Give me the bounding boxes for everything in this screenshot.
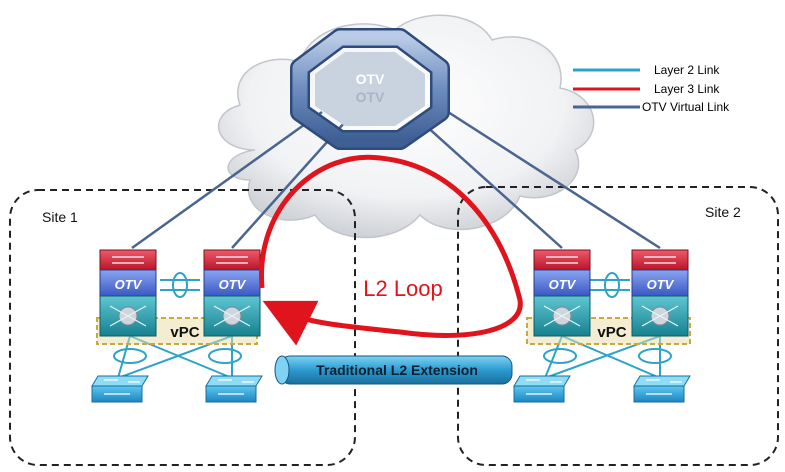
site-2-boundary bbox=[457, 186, 779, 466]
otv-label: OTV bbox=[549, 277, 577, 292]
site-2-access-switch-b bbox=[633, 375, 691, 403]
l2-extension-pipe: Traditional L2 Extension bbox=[274, 355, 513, 385]
l2-extension-label: Traditional L2 Extension bbox=[316, 362, 478, 378]
site-1-boundary bbox=[9, 189, 356, 466]
site-2-label: Site 2 bbox=[705, 204, 741, 220]
otv-label: OTV bbox=[115, 277, 143, 292]
otv-core-ring: OTV OTV bbox=[290, 28, 450, 150]
legend: Layer 2 Link Layer 3 Link OTV Virtual Li… bbox=[573, 63, 730, 114]
site-2-vpc-label: vPC bbox=[597, 324, 626, 341]
site-1-access-switch-a bbox=[91, 375, 149, 403]
site-2-switch-a: OTV bbox=[533, 249, 591, 337]
otv-core-label-shadow: OTV bbox=[356, 89, 385, 105]
otv-core-label: OTV bbox=[356, 71, 385, 87]
site-2-access-switch-a bbox=[513, 375, 571, 403]
site-1-switch-a: OTV bbox=[99, 249, 157, 337]
site-1-access-switch-b bbox=[205, 375, 263, 403]
legend-layer3-label: Layer 3 Link bbox=[654, 82, 720, 96]
site-2-switch-b: OTV bbox=[631, 249, 689, 337]
l2-loop-label: L2 Loop bbox=[363, 276, 443, 301]
site-1-switch-b: OTV bbox=[203, 249, 261, 337]
legend-layer2-label: Layer 2 Link bbox=[654, 63, 720, 77]
site-1-label: Site 1 bbox=[42, 209, 78, 225]
otv-label: OTV bbox=[647, 277, 675, 292]
otv-label: OTV bbox=[219, 277, 247, 292]
site-1-vpc-label: vPC bbox=[170, 324, 199, 341]
otv-virtual-links bbox=[131, 110, 661, 250]
l2-loop: L2 Loop bbox=[259, 154, 523, 346]
legend-otv-label: OTV Virtual Link bbox=[642, 100, 730, 114]
